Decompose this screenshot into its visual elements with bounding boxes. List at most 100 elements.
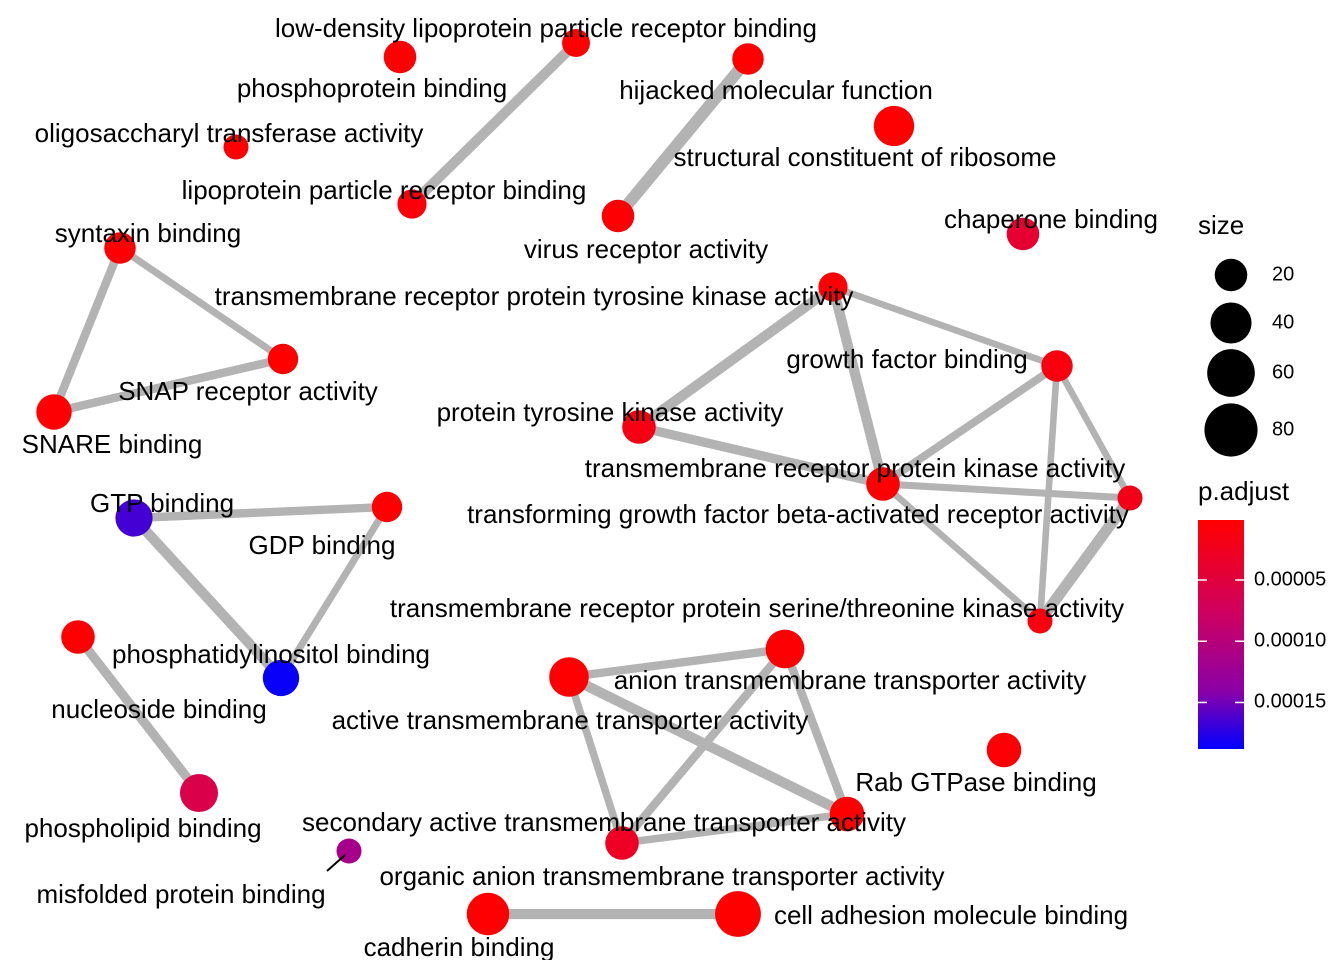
node-organic-anion-transmembrane-transporter-activity bbox=[605, 826, 639, 860]
edge-transmembrane-receptor-protein-kinase-activity--growth-factor-binding bbox=[880, 362, 1060, 488]
edge-protein-tyrosine-kinase-activity--transmembrane-receptor-protein-kinase-activity bbox=[637, 422, 885, 489]
node-label-transmembrane-receptor-protein-kinase-activity: transmembrane receptor protein kinase ac… bbox=[585, 453, 1125, 483]
node-label-cadherin-binding: cadherin binding bbox=[364, 932, 555, 960]
node-gtp-binding bbox=[115, 499, 153, 537]
edge-low-density-lipoprotein-particle-receptor-binding--lipoprotein-particle-receptor-binding bbox=[408, 39, 580, 208]
edge-active-transmembrane-transporter-activity--organic-anion-transmembrane-transporter-activity bbox=[565, 675, 626, 845]
node-label-transforming-growth-factor-beta-activated-receptor-activity: transforming growth factor beta-activate… bbox=[467, 499, 1129, 529]
node-rab-gtpase-binding bbox=[986, 732, 1022, 768]
node-label-oligosaccharyl-transferase-activity: oligosaccharyl transferase activity bbox=[35, 118, 424, 148]
node-label-nucleoside-binding: nucleoside binding bbox=[51, 694, 266, 724]
node-label-growth-factor-binding: growth factor binding bbox=[786, 344, 1027, 374]
node-syntaxin-binding bbox=[104, 232, 136, 264]
size-legend-key bbox=[1214, 258, 1248, 292]
node-snare-binding bbox=[36, 394, 72, 430]
node-chaperone-binding bbox=[1006, 217, 1040, 251]
node-phospholipid-binding bbox=[179, 773, 219, 813]
node-transmembrane-receptor-protein-kinase-activity bbox=[866, 467, 900, 501]
node-label-chaperone-binding: chaperone binding bbox=[944, 204, 1158, 234]
size-legend-label: 20 bbox=[1272, 263, 1294, 285]
node-virus-receptor-activity bbox=[601, 199, 635, 233]
size-legend-items: 20 40 60 80 bbox=[1204, 258, 1294, 457]
node-label-rab-gtpase-binding: Rab GTPase binding bbox=[855, 767, 1096, 797]
nodes-layer bbox=[36, 29, 1143, 937]
node-structural-constituent-of-ribosome bbox=[873, 105, 915, 147]
node-label-transmembrane-receptor-protein-serine-threonine-kinase-activity: transmembrane receptor protein serine/th… bbox=[390, 593, 1124, 623]
node-label-organic-anion-transmembrane-transporter-activity: organic anion transmembrane transporter … bbox=[379, 861, 944, 891]
node-transmembrane-receptor-protein-serine-threonine-kinase-activity bbox=[1027, 608, 1053, 634]
node-label-snare-binding: SNARE binding bbox=[22, 429, 203, 459]
size-legend-key bbox=[1210, 302, 1252, 344]
node-secondary-active-transmembrane-transporter-activity bbox=[829, 796, 865, 832]
size-legend-key bbox=[1207, 349, 1255, 397]
edge-transmembrane-receptor-protein-tyrosine-kinase-activity--transmembrane-receptor-protein-kinase-activity bbox=[828, 285, 888, 486]
node-phosphatidylinositol-binding bbox=[262, 659, 300, 697]
labels-layer: low-density lipoprotein particle recepto… bbox=[22, 13, 1158, 960]
edge-transmembrane-receptor-protein-kinase-activity--transforming-growth-factor-beta-activated-receptor-activity bbox=[882, 480, 1131, 502]
color-legend-label: 0.00015 bbox=[1254, 691, 1326, 713]
node-cadherin-binding bbox=[466, 892, 510, 936]
color-legend-ticks: 0.00005 0.00010 0.00015 bbox=[1198, 568, 1326, 713]
node-label-anion-transmembrane-transporter-activity: anion transmembrane transporter activity bbox=[614, 665, 1087, 695]
node-label-gdp-binding: GDP binding bbox=[249, 530, 396, 560]
node-label-phosphatidylinositol-binding: phosphatidylinositol binding bbox=[112, 639, 430, 669]
edge-transmembrane-receptor-protein-tyrosine-kinase-activity--growth-factor-binding bbox=[831, 283, 1059, 370]
node-anion-transmembrane-transporter-activity bbox=[765, 629, 805, 669]
size-legend-title: size bbox=[1198, 210, 1244, 240]
node-label-protein-tyrosine-kinase-activity: protein tyrosine kinase activity bbox=[437, 397, 784, 427]
size-legend-key bbox=[1204, 403, 1258, 457]
label-leader-line bbox=[326, 854, 346, 872]
color-legend-bar bbox=[1198, 520, 1244, 749]
node-nucleoside-binding bbox=[61, 620, 95, 654]
node-active-transmembrane-transporter-activity bbox=[549, 657, 589, 697]
edge-transmembrane-receptor-protein-tyrosine-kinase-activity--protein-tyrosine-kinase-activity bbox=[636, 282, 836, 432]
edge-gtp-binding--gdp-binding bbox=[133, 502, 388, 523]
edges-layer bbox=[50, 39, 1135, 920]
edge-active-transmembrane-transporter-activity--anion-transmembrane-transporter-activity bbox=[568, 644, 786, 682]
node-label-lipoprotein-particle-receptor-binding: lipoprotein particle receptor binding bbox=[182, 175, 587, 205]
node-hijacked-molecular-function bbox=[732, 43, 764, 75]
node-label-gtp-binding: GTP binding bbox=[90, 488, 234, 518]
color-legend-label: 0.00010 bbox=[1254, 630, 1326, 652]
node-lipoprotein-particle-receptor-binding bbox=[397, 189, 427, 219]
node-label-hijacked-molecular-function: hijacked molecular function bbox=[619, 75, 933, 105]
edge-transforming-growth-factor-beta-activated-receptor-activity--transmembrane-receptor-protein-serine-threonine-kinase-activity bbox=[1035, 494, 1135, 625]
node-label-virus-receptor-activity: virus receptor activity bbox=[524, 234, 768, 264]
node-transforming-growth-factor-beta-activated-receptor-activity bbox=[1117, 485, 1143, 511]
edge-anion-transmembrane-transporter-activity--organic-anion-transmembrane-transporter-activity bbox=[618, 646, 789, 846]
node-protein-tyrosine-kinase-activity bbox=[622, 410, 656, 444]
node-label-active-transmembrane-transporter-activity: active transmembrane transporter activit… bbox=[332, 705, 809, 735]
node-label-secondary-active-transmembrane-transporter-activity: secondary active transmembrane transport… bbox=[302, 807, 906, 837]
color-legend-title: p.adjust bbox=[1198, 476, 1290, 506]
node-label-low-density-lipoprotein-particle-receptor-binding: low-density lipoprotein particle recepto… bbox=[275, 13, 817, 43]
edge-syntaxin-binding--snap-receptor-activity bbox=[118, 245, 285, 362]
color-legend-label: 0.00005 bbox=[1254, 568, 1326, 590]
node-phosphoprotein-binding bbox=[383, 40, 417, 74]
edge-gtp-binding--phosphatidylinositol-binding bbox=[130, 514, 285, 682]
edge-hijacked-molecular-function--virus-receptor-activity bbox=[613, 55, 753, 220]
node-label-phospholipid-binding: phospholipid binding bbox=[24, 813, 261, 843]
node-low-density-lipoprotein-particle-receptor-binding bbox=[562, 29, 590, 57]
size-legend-label: 40 bbox=[1272, 311, 1294, 333]
edge-nucleoside-binding--phospholipid-binding bbox=[74, 634, 203, 796]
edge-gdp-binding--phosphatidylinositol-binding bbox=[278, 505, 390, 680]
node-label-transmembrane-receptor-protein-tyrosine-kinase-activity: transmembrane receptor protein tyrosine … bbox=[215, 281, 854, 311]
size-legend-label: 60 bbox=[1272, 361, 1294, 383]
edge-transmembrane-receptor-protein-kinase-activity--transmembrane-receptor-protein-serine-threonine-kinase-activity bbox=[880, 481, 1043, 624]
size-legend-label: 80 bbox=[1272, 418, 1294, 440]
node-label-syntaxin-binding: syntaxin binding bbox=[55, 218, 241, 248]
edge-syntaxin-binding--snare-binding bbox=[50, 246, 124, 414]
node-label-misfolded-protein-binding: misfolded protein binding bbox=[36, 879, 325, 909]
edge-snap-receptor-activity--snare-binding bbox=[53, 354, 284, 417]
edge-growth-factor-binding--transmembrane-receptor-protein-serine-threonine-kinase-activity bbox=[1036, 365, 1061, 622]
node-label-cell-adhesion-molecule-binding: cell adhesion molecule binding bbox=[774, 900, 1128, 930]
edge-growth-factor-binding--transforming-growth-factor-beta-activated-receptor-activity bbox=[1054, 364, 1133, 500]
node-oligosaccharyl-transferase-activity bbox=[223, 134, 249, 160]
node-label-structural-constituent-of-ribosome: structural constituent of ribosome bbox=[674, 142, 1057, 172]
node-label-phosphoprotein-binding: phosphoprotein binding bbox=[237, 73, 507, 103]
node-transmembrane-receptor-protein-tyrosine-kinase-activity bbox=[818, 272, 848, 302]
node-gdp-binding bbox=[371, 491, 403, 523]
node-growth-factor-binding bbox=[1041, 350, 1073, 382]
